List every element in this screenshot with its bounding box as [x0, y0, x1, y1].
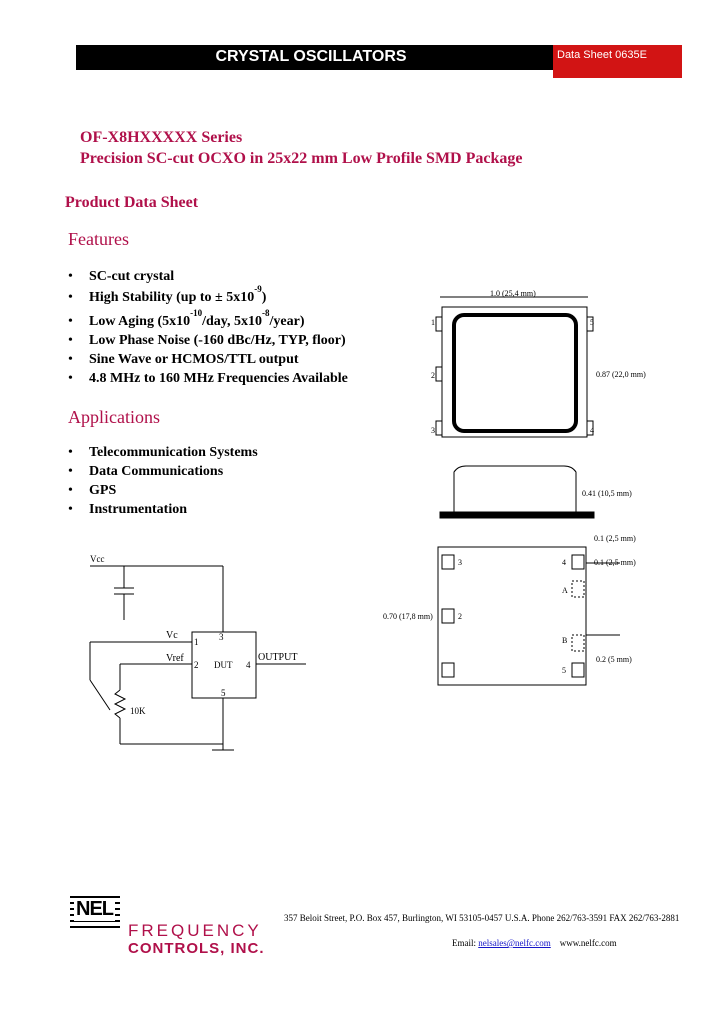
product-subtitle: Precision SC-cut OCXO in 25x22 mm Low Pr… — [80, 150, 523, 167]
pin-3-label: 3 — [219, 632, 224, 642]
width-dimension: 1.0 (25,4 mm) — [490, 289, 536, 298]
pad-dimension-a: 0.1 (2,5 mm) — [594, 535, 636, 543]
contact-line: Email: nelsales@nelfc.com www.nelfc.com — [452, 938, 617, 948]
feature-item: Low Phase Noise (-160 dBc/Hz, TYP, floor… — [68, 331, 348, 350]
bottom-pin-b: B — [562, 636, 567, 645]
package-top-view: 1.0 (25,4 mm) 0.87 (22,0 mm) 1 2 3 4 5 — [431, 289, 646, 438]
application-item: Instrumentation — [68, 500, 258, 519]
series-title: OF-X8HXXXXX Series — [80, 129, 243, 146]
company-name-line2: CONTROLS, INC. — [128, 940, 265, 957]
company-address: 357 Beloit Street, P.O. Box 457, Burling… — [284, 913, 680, 923]
top-pin-1: 1 — [431, 318, 435, 327]
datasheet-badge-label: Data Sheet 0635E — [557, 49, 647, 61]
email-link[interactable]: nelsales@nelfc.com — [478, 938, 551, 948]
feature-item: Sine Wave or HCMOS/TTL output — [68, 350, 348, 369]
web-address[interactable]: www.nelfc.com — [559, 938, 617, 948]
vref-label: Vref — [166, 653, 184, 664]
feature-item: SC-cut crystal — [68, 267, 348, 286]
applications-list: Telecommunication Systems Data Communica… — [68, 443, 258, 519]
vc-label: Vc — [166, 630, 178, 641]
pin-1-label: 1 — [194, 637, 199, 647]
top-pin-2: 2 — [431, 371, 435, 380]
feature-item: Low Aging (5x10-10/day, 5x10-8/year) — [68, 309, 348, 331]
pad-dimension-b: 0.1 (2,5 mm) — [594, 558, 636, 567]
package-side-view: 0.41 (10,5 mm) — [439, 465, 632, 519]
pitch-dimension: 0.70 (17,8 mm) — [383, 612, 433, 621]
bottom-pin-5: 5 — [562, 666, 566, 675]
company-name-line1: FREQUENCY — [128, 921, 262, 940]
thickness-dimension: 0.41 (10,5 mm) — [582, 489, 632, 498]
top-pin-3: 3 — [431, 426, 435, 435]
features-list: SC-cut crystal High Stability (up to ± 5… — [68, 267, 348, 388]
pad-dimension-c: 0.2 (5 mm) — [596, 655, 632, 664]
pin-2-label: 2 — [194, 660, 199, 670]
bottom-pin-a: A — [562, 586, 568, 595]
top-pin-4: 4 — [590, 426, 594, 435]
pin-4-label: 4 — [246, 660, 251, 670]
nel-logo: NEL — [74, 898, 115, 921]
features-heading: Features — [68, 229, 129, 249]
application-item: Telecommunication Systems — [68, 443, 258, 462]
bottom-pin-4: 4 — [562, 558, 566, 567]
product-data-sheet-heading: Product Data Sheet — [65, 194, 199, 211]
application-item: GPS — [68, 481, 258, 500]
pin-5-label: 5 — [221, 688, 226, 698]
applications-heading: Applications — [68, 407, 160, 427]
bottom-pin-3: 3 — [458, 558, 462, 567]
top-pin-5: 5 — [590, 318, 594, 327]
vcc-label: Vcc — [90, 554, 105, 564]
application-item: Data Communications — [68, 462, 258, 481]
datasheet-badge: Data Sheet 0635E — [553, 45, 682, 78]
bottom-pin-2: 2 — [458, 612, 462, 621]
feature-item: 4.8 MHz to 160 MHz Frequencies Available — [68, 369, 348, 388]
output-label: OUTPUT — [258, 652, 297, 663]
test-circuit-diagram: Vcc Vc Vref 1 2 3 4 5 DUT OUTPUT 10K — [89, 554, 306, 751]
dut-label: DUT — [214, 660, 233, 670]
header-title: CRYSTAL OSCILLATORS — [215, 48, 407, 65]
pot-label: 10K — [130, 706, 146, 716]
height-dimension: 0.87 (22,0 mm) — [596, 370, 646, 379]
email-label: Email: — [452, 938, 479, 948]
package-bottom-view: 0.70 (17,8 mm) 0.1 (2,5 mm) 0.1 (2,5 mm)… — [383, 535, 636, 686]
feature-item: High Stability (up to ± 5x10-9) — [68, 285, 348, 307]
